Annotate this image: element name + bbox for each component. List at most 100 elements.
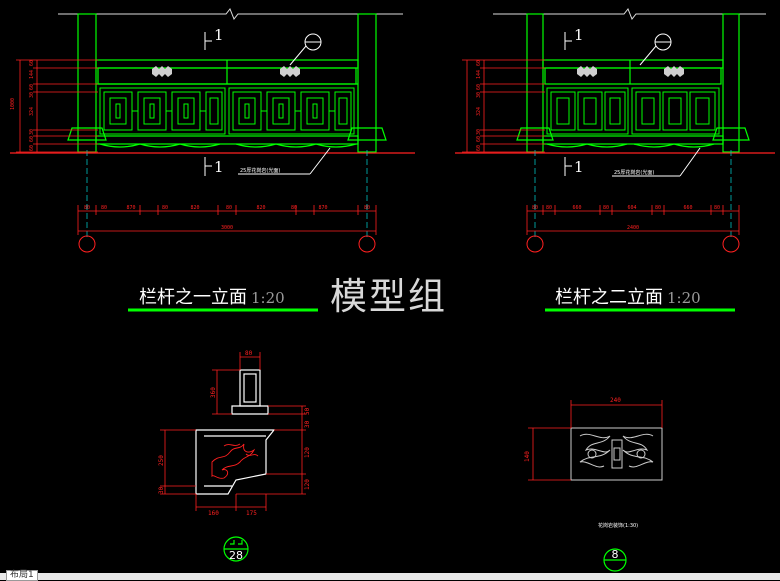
dim-v-3: 30 [29, 92, 35, 98]
dim-h-4: 820 [190, 205, 199, 211]
note-2: 25厚花岗岩(光面) [614, 169, 654, 176]
dim2-h-5: 80 [655, 205, 661, 211]
sec-dim-left-1: 250 [158, 455, 165, 466]
ornament-note: 花岗岩装饰(1:30) [598, 522, 638, 529]
centerlines-2 [534, 150, 732, 240]
top-rail-2 [542, 59, 724, 85]
elevation-1-title-text: 栏杆之一立面 [139, 287, 247, 308]
dim-h-6: 820 [256, 205, 265, 211]
horizontal-dims-2 [526, 205, 740, 235]
dim2-h-0: 80 [532, 205, 538, 211]
sec-dim-right-1: 30 [304, 420, 311, 428]
section-mark-bottom-2: 1 [574, 158, 584, 176]
dim-h-8: 870 [318, 205, 327, 211]
dim-h-2: 870 [126, 205, 135, 211]
dim2-v-0: 60 [476, 60, 482, 66]
watermark: 模型组 [330, 275, 447, 318]
section-detail: 80 360 250 30 50 30 120 120 160 175 28 [158, 350, 311, 562]
dim-h-9: 80 [364, 205, 370, 211]
section-callout [223, 536, 249, 562]
dim-v-2: 60 [29, 84, 35, 90]
section-mark-bottom-1: 1 [214, 158, 224, 176]
vertical-dim-labels-1: 1000 60 144 60 30 324 30 60 60 [10, 60, 35, 151]
ornament-outline [570, 427, 663, 481]
vertical-dim-labels-2: 60 144 60 30 324 30 60 60 [476, 60, 482, 151]
lattice-panels [99, 87, 355, 135]
axis-bubbles-1 [78, 235, 376, 253]
section-mark-top-1: 1 [214, 26, 224, 44]
sec-dim-top: 80 [245, 350, 253, 357]
top-rail [95, 59, 359, 85]
dim2-v-3: 30 [476, 92, 482, 98]
dim-total-1: 3000 [221, 225, 233, 231]
elevation-2: 60 144 60 30 324 30 60 60 80 80 660 [455, 8, 775, 253]
ornament-callout [603, 548, 627, 572]
dim2-h-7: 80 [714, 205, 720, 211]
sec-dim-right-3: 120 [304, 479, 311, 490]
layout-tab[interactable]: 布局1 [6, 570, 38, 581]
sec-dim-left-0: 360 [210, 387, 217, 398]
posts-2 [516, 13, 750, 153]
dim2-v-5: 30 [476, 129, 482, 135]
rail-ornaments [152, 66, 300, 77]
orn-dim-height: 140 [524, 451, 531, 462]
vertical-dims-2 [462, 59, 545, 153]
sec-dim-right-2: 120 [304, 447, 311, 458]
rail-ornaments-2 [577, 66, 684, 77]
dim-v-4: 324 [29, 107, 35, 116]
leader-callout-2 [612, 33, 701, 177]
ornament-dims [528, 400, 663, 481]
dim2-h-3: 80 [603, 205, 609, 211]
dim-v-1: 144 [29, 70, 35, 79]
horizontal-dim-labels-1: 80 80 870 80 820 80 820 80 870 80 3000 [84, 205, 370, 231]
dim2-v-1: 144 [476, 70, 482, 79]
vertical-dims-1 [16, 59, 98, 153]
section-outline [195, 369, 276, 495]
dim-h-0: 80 [84, 205, 90, 211]
sec-dim-bottom-0: 160 [208, 510, 219, 517]
elevation-1-scale: 1:20 [251, 289, 285, 307]
elevation-2-title-text: 栏杆之二立面 [555, 287, 663, 308]
horizontal-dims-1 [77, 205, 377, 235]
note-1: 25厚花岗岩(光面) [240, 167, 280, 174]
section-marks-2 [564, 32, 572, 176]
dim-h-1: 80 [101, 205, 107, 211]
ornament-detail: 240 140 花岗岩装饰(1:30) 8 [524, 397, 663, 572]
lattice-panels-2 [546, 87, 720, 135]
sec-dim-right-0: 50 [304, 407, 311, 415]
section-marks [204, 32, 212, 176]
centerlines [86, 150, 368, 240]
section-dim-labels: 80 360 250 30 50 30 120 120 160 175 [158, 350, 311, 517]
sec-dim-left-2: 30 [158, 486, 165, 494]
bottom-rail [95, 135, 359, 148]
dim-v-7: 60 [29, 145, 35, 151]
dim-h-3: 80 [162, 205, 168, 211]
dim-v-5: 30 [29, 129, 35, 135]
horizontal-dim-labels-2: 80 80 660 80 604 80 660 80 2400 [532, 205, 720, 231]
dim-total-vertical: 1000 [10, 98, 16, 110]
elevation-2-scale: 1:20 [667, 289, 701, 307]
dim-total-2: 2400 [627, 225, 639, 231]
dim-v-0: 60 [29, 60, 35, 66]
sec-dim-bottom-1: 175 [246, 510, 257, 517]
dragon-carving [211, 443, 256, 479]
dim-v-6: 60 [29, 136, 35, 142]
leader-callout [238, 33, 331, 175]
bottom-rail-2 [542, 135, 724, 148]
section-mark-top-2: 1 [574, 26, 584, 44]
dim2-v-6: 60 [476, 136, 482, 142]
dim2-v-4: 324 [476, 107, 482, 116]
axis-bubbles-2 [526, 235, 740, 253]
dim2-h-4: 604 [627, 205, 636, 211]
ornament-callout-number: 8 [612, 548, 619, 561]
status-bar: 布局1 [0, 570, 780, 581]
section-callout-number: 28 [229, 549, 243, 562]
elevation-1: 1000 60 144 60 30 324 30 60 60 80 [10, 8, 415, 253]
dim2-v-7: 60 [476, 145, 482, 151]
dim2-v-2: 60 [476, 84, 482, 90]
section-dims [160, 352, 306, 511]
dim2-h-2: 660 [572, 205, 581, 211]
